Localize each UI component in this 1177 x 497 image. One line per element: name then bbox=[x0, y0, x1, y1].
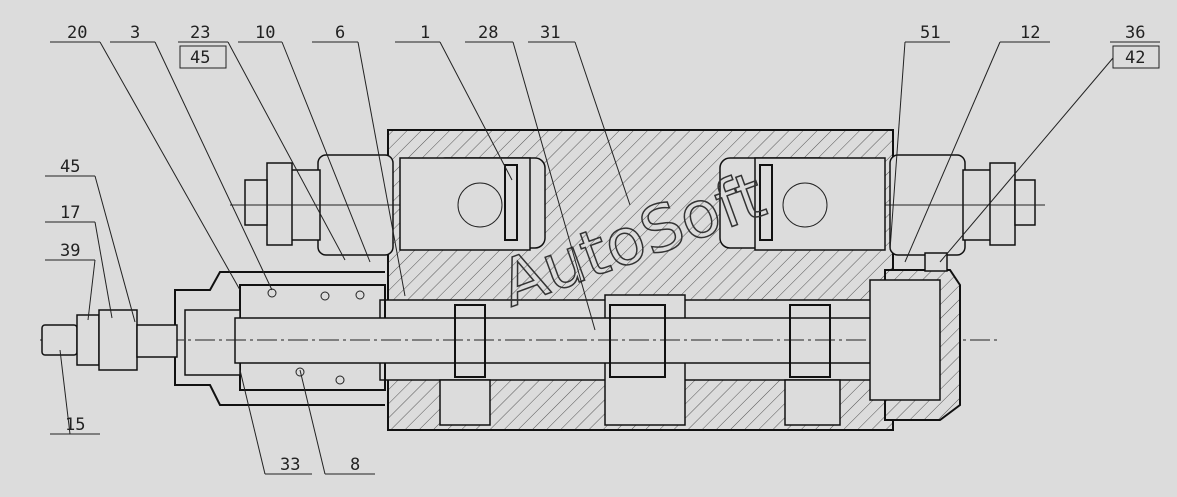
part-label-17: 17 bbox=[60, 203, 80, 223]
pilot-cap-right bbox=[880, 154, 1045, 256]
top-labels: 20 3 23 45 10 6 1 28 31 51 12 36 bbox=[50, 23, 1160, 331]
part-label-12: 12 bbox=[1020, 23, 1040, 43]
part-label-42: 42 bbox=[1125, 48, 1145, 68]
part-label-36: 36 bbox=[1125, 23, 1145, 43]
spool-lands bbox=[454, 304, 831, 378]
part-label-20: 20 bbox=[67, 23, 87, 43]
part-label-23: 23 bbox=[190, 23, 210, 43]
part-label-45-top: 45 bbox=[190, 48, 210, 68]
part-label-6: 6 bbox=[335, 23, 345, 43]
right-end-cap bbox=[869, 252, 961, 421]
upper-piston-left bbox=[399, 157, 531, 251]
left-labels: 45 17 39 15 bbox=[45, 157, 136, 435]
part-label-33: 33 bbox=[280, 455, 300, 475]
part-label-15: 15 bbox=[65, 415, 85, 435]
part-label-8: 8 bbox=[350, 455, 360, 475]
part-label-28: 28 bbox=[478, 23, 498, 43]
part-label-45-left: 45 bbox=[60, 157, 80, 177]
part-label-10: 10 bbox=[255, 23, 275, 43]
part-label-51: 51 bbox=[920, 23, 940, 43]
bottom-labels: 33 8 bbox=[239, 369, 375, 475]
part-label-31: 31 bbox=[540, 23, 560, 43]
part-label-39: 39 bbox=[60, 241, 80, 261]
part-label-3: 3 bbox=[130, 23, 140, 43]
main-spool bbox=[40, 304, 1000, 378]
part-label-1: 1 bbox=[420, 23, 430, 43]
adjusting-screw bbox=[41, 309, 178, 371]
upper-piston-right bbox=[754, 157, 886, 251]
